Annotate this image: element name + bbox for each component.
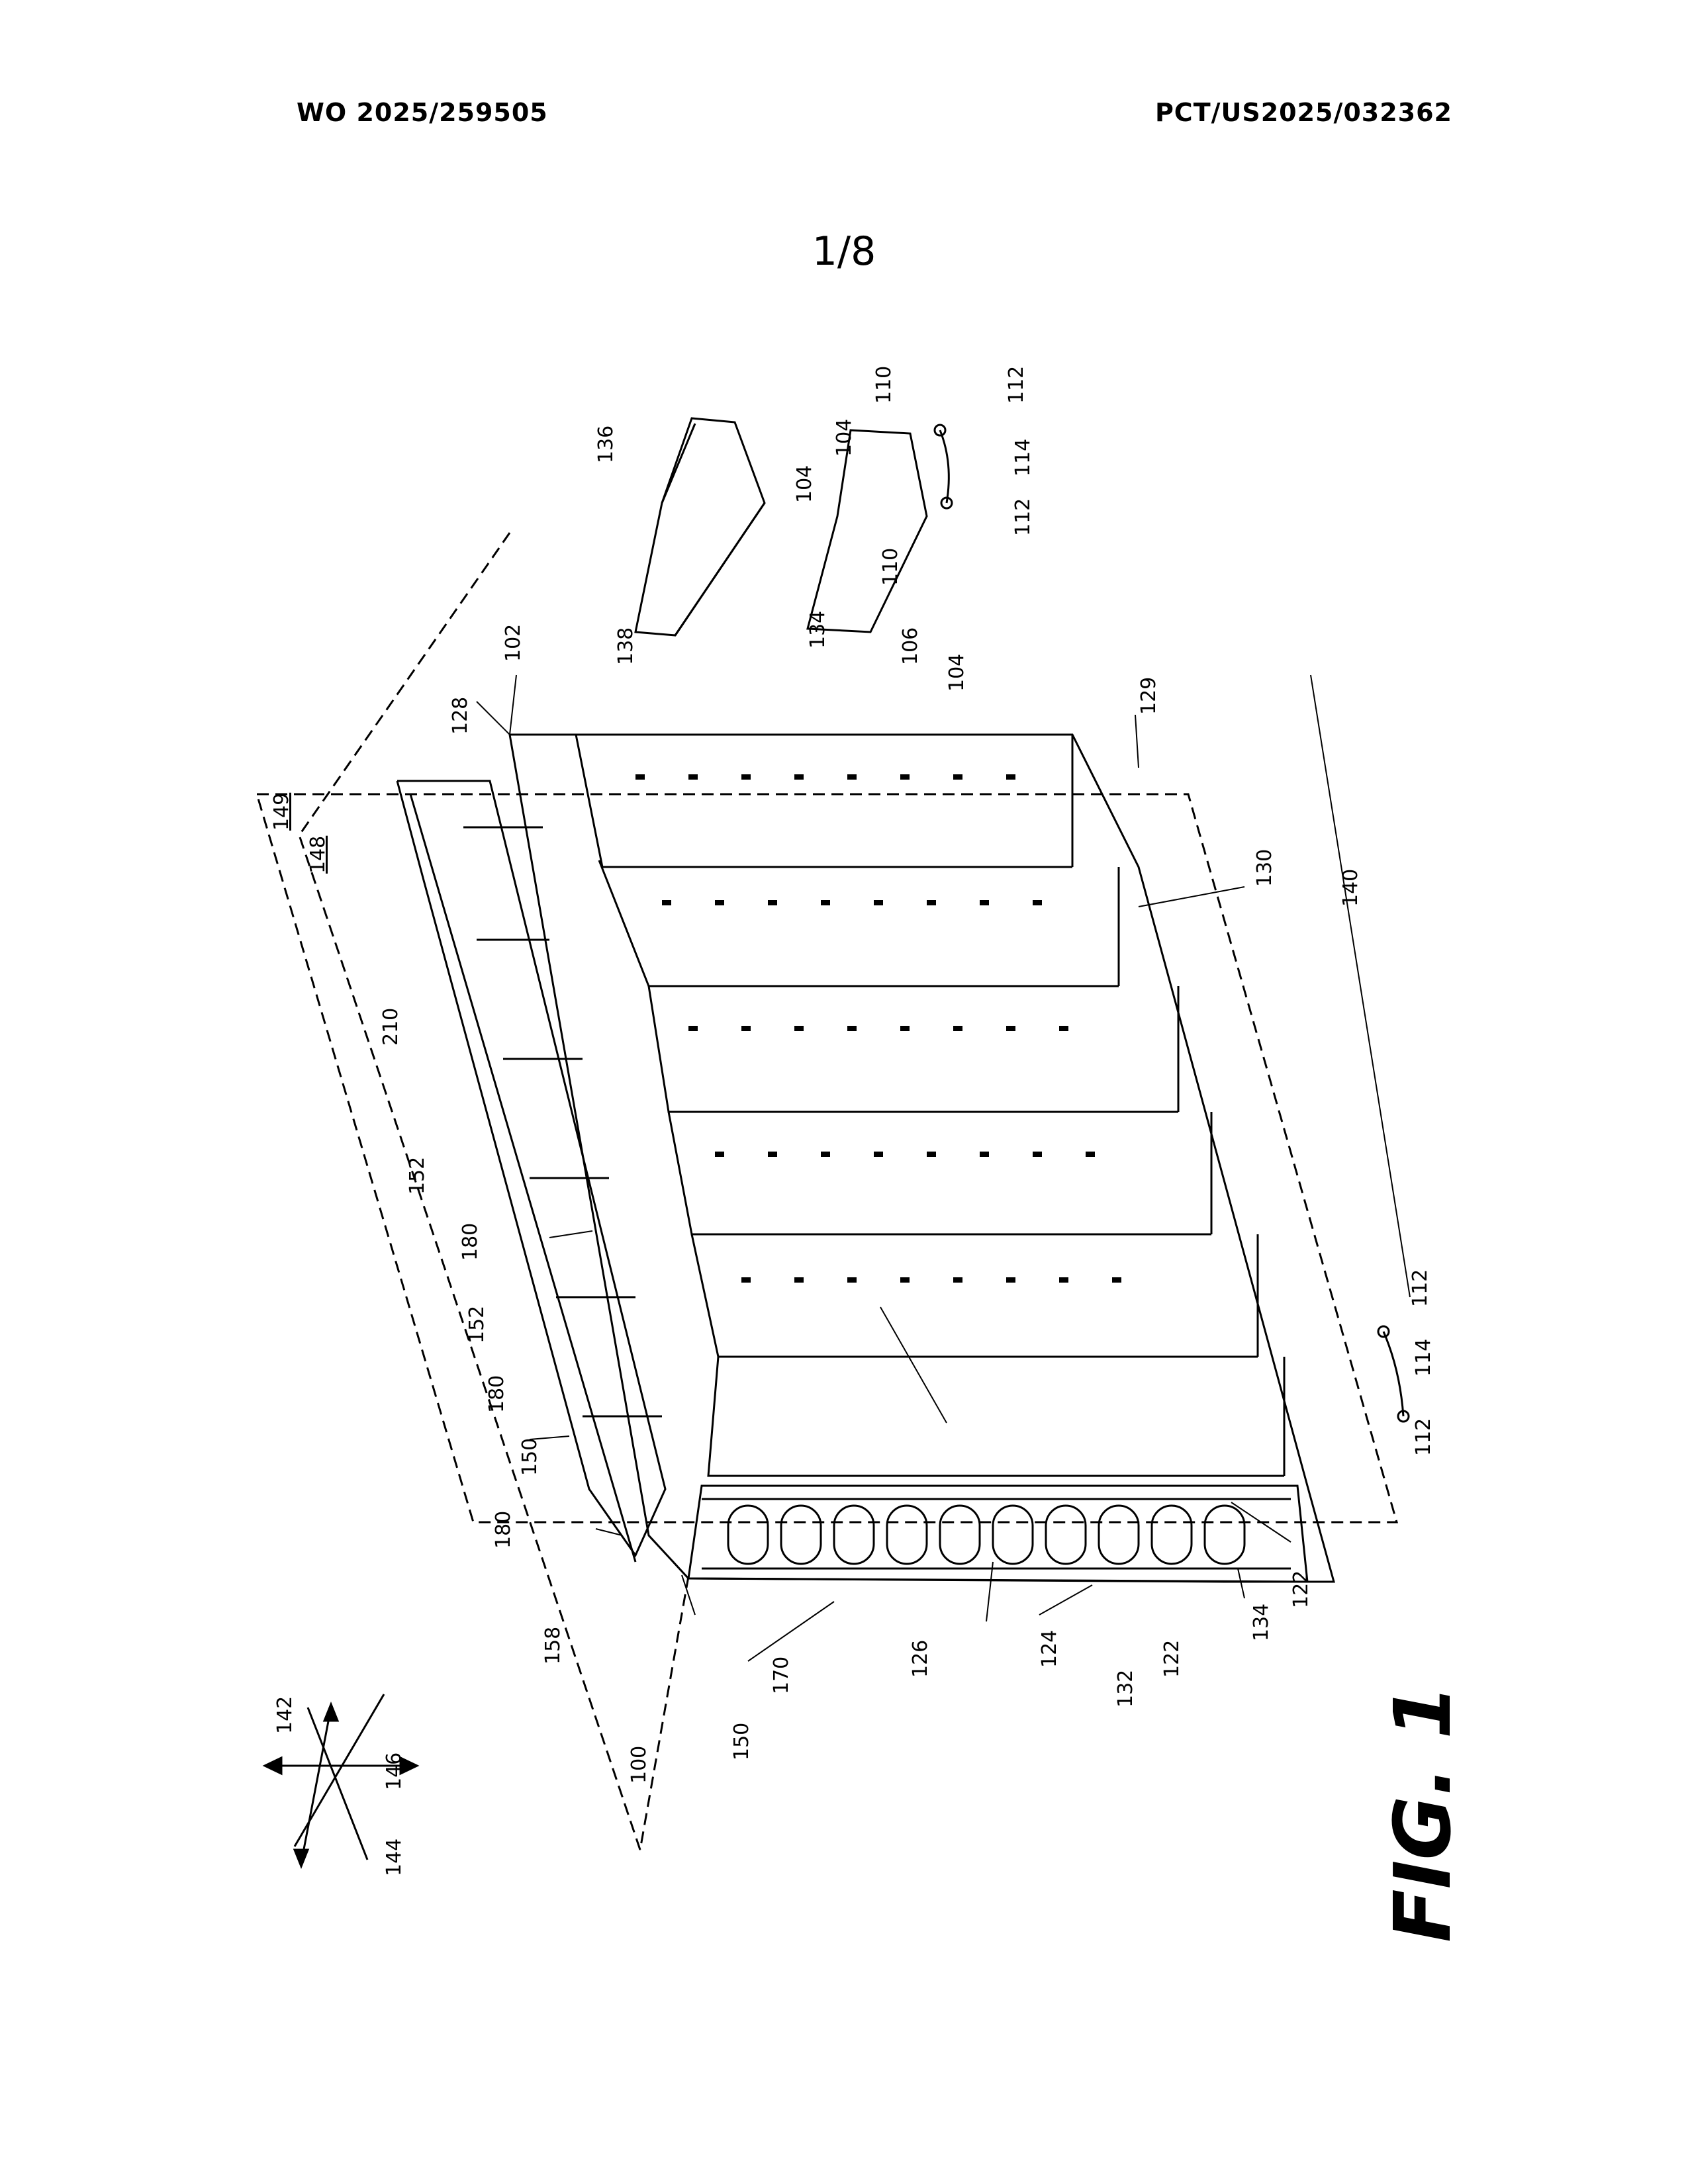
connector-top [935,425,952,508]
figure-label: FIG. 1 [1377,1685,1468,1942]
ref-180b: 180 [485,1375,508,1413]
ref-114a: 114 [1011,439,1035,477]
ref-112d: 112 [1412,1418,1435,1456]
ref-130: 130 [1253,849,1276,887]
ref-126: 126 [909,1640,932,1678]
ref-170: 170 [770,1657,793,1694]
connector-right [1378,1326,1409,1422]
ref-144: 144 [383,1839,406,1876]
ref-150a: 150 [518,1438,541,1476]
ref-129: 129 [1137,677,1160,715]
ref-104c: 104 [945,654,968,692]
ref-110b: 110 [879,548,902,586]
ref-114b: 114 [1412,1339,1435,1377]
ref-180a: 180 [459,1223,482,1261]
ref-142: 142 [273,1696,297,1734]
ref-158: 158 [541,1627,565,1664]
ref-152a: 152 [406,1157,429,1195]
ref-149: 149 [270,793,293,831]
ref-138: 138 [614,627,637,665]
ref-110a: 110 [872,366,896,404]
ref-150b: 150 [730,1723,753,1760]
ref-100: 100 [628,1746,651,1784]
ref-104b: 104 [793,465,816,503]
ref-106: 106 [899,627,922,665]
ref-152b: 152 [465,1306,489,1343]
module-136 [635,418,765,635]
reference-numerals: 136 138 104 104 110 110 112 114 112 106 … [270,366,1435,1876]
ref-102: 102 [502,624,525,662]
ref-112b: 112 [1011,498,1035,536]
ref-112a: 112 [1005,366,1028,404]
ref-140: 140 [1339,869,1362,907]
ref-180c: 180 [492,1511,515,1549]
ref-122a: 122 [1289,1570,1313,1608]
ref-210: 210 [379,1008,402,1046]
ref-134a: 134 [806,611,829,649]
ref-104a: 104 [833,419,856,457]
battery-cell-pattern [635,774,1121,1283]
ref-132: 132 [1114,1670,1137,1707]
ref-128: 128 [449,697,472,735]
ref-146: 146 [383,1752,406,1790]
ref-136: 136 [594,426,618,463]
module-104 [808,430,927,632]
ref-122b: 122 [1160,1640,1184,1678]
ref-112c: 112 [1409,1269,1432,1307]
ref-134b: 134 [1250,1604,1273,1641]
dashed-triangle-outline [299,533,688,1850]
ref-124: 124 [1038,1630,1061,1668]
ref-148: 148 [306,836,330,874]
